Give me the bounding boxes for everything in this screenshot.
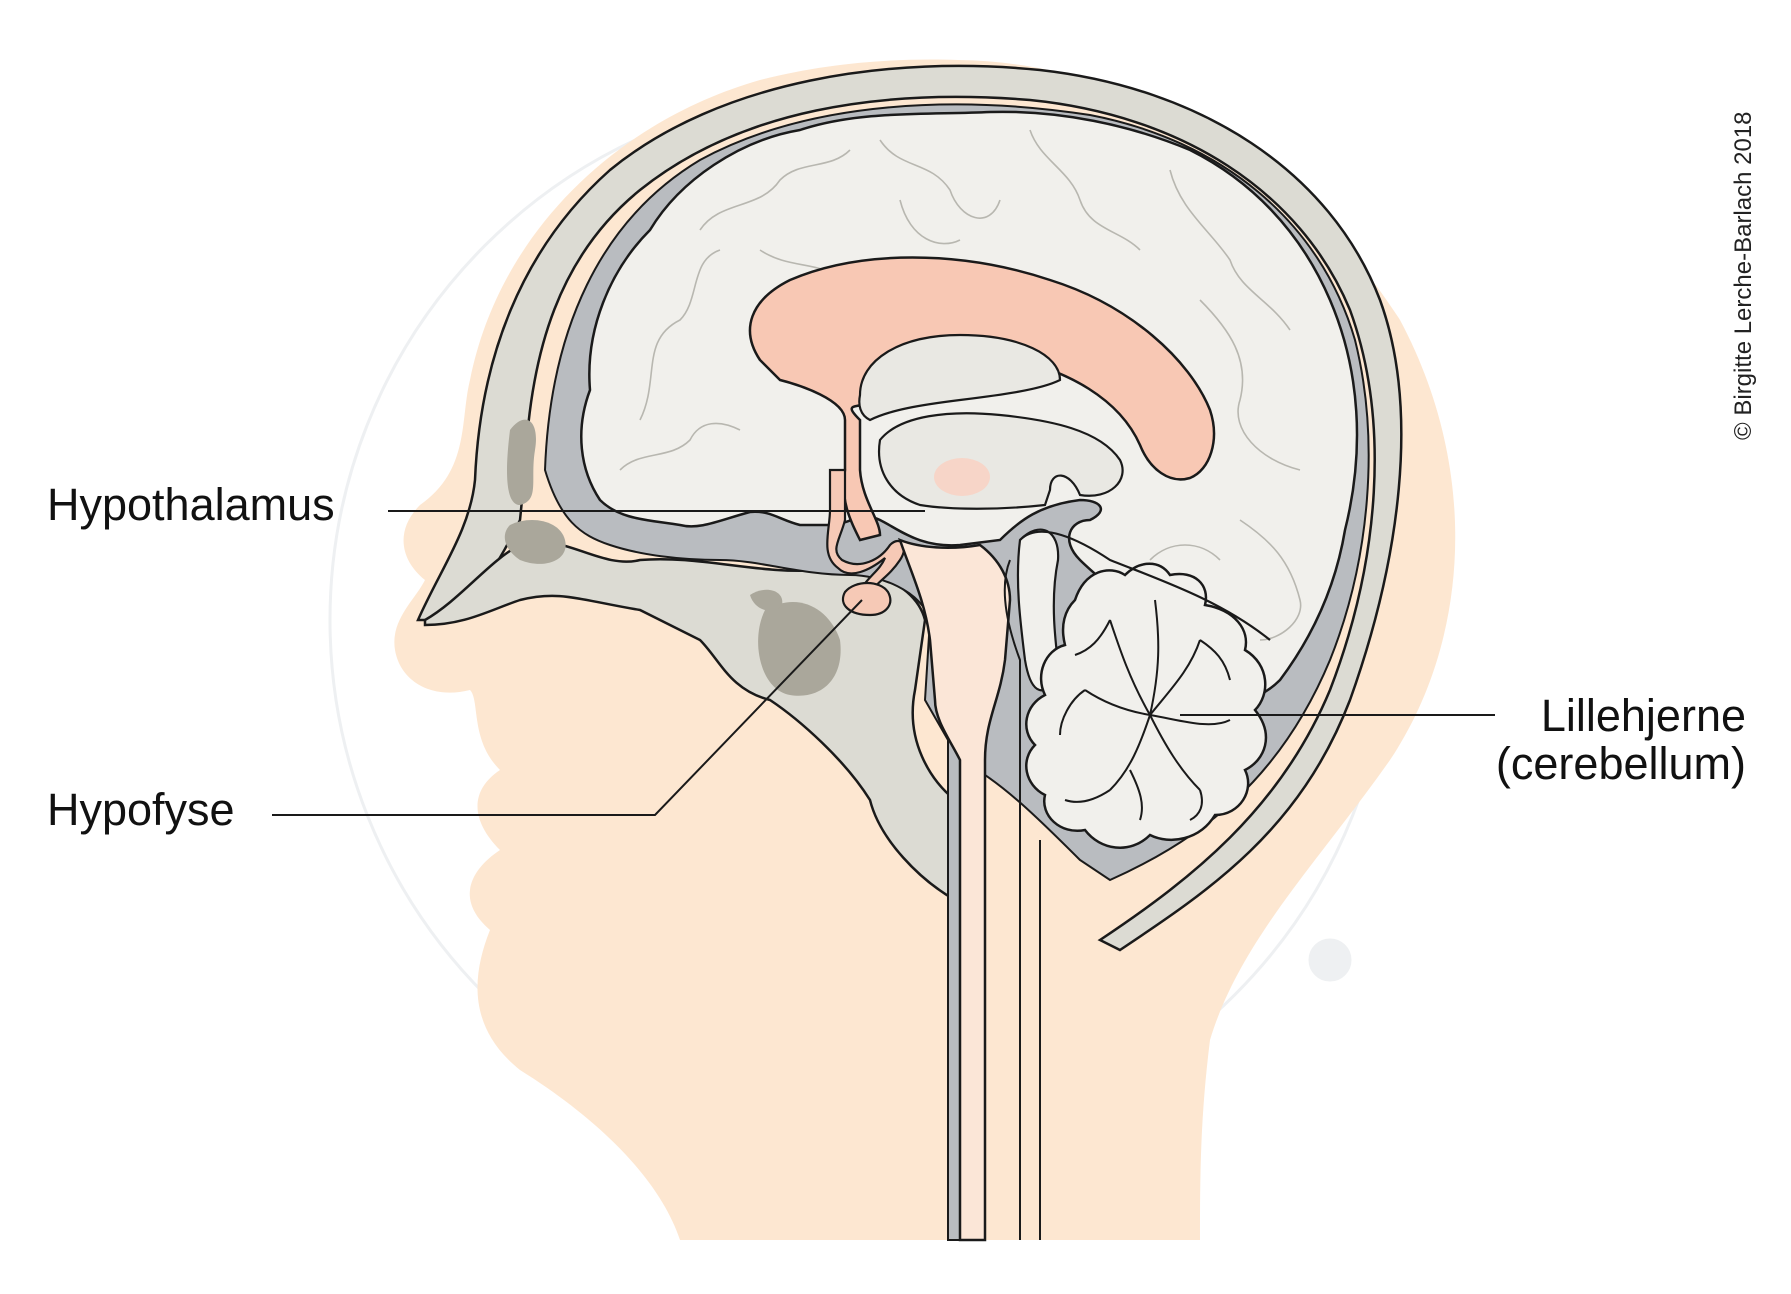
hypofyse-label: Hypofyse bbox=[47, 784, 235, 835]
nasal-sinus bbox=[504, 520, 566, 564]
tentorium bbox=[1019, 530, 1271, 641]
skull bbox=[416, 64, 1403, 952]
lateral-ventricle bbox=[858, 333, 1062, 422]
copyright-notice: © Birgitte Lerche-Barlach 2018 bbox=[1730, 111, 1757, 440]
interthalamic-adhesion bbox=[934, 458, 990, 496]
cerebellum-label: Lillehjerne (cerebellum) bbox=[1496, 692, 1746, 788]
frontal-sinus bbox=[507, 419, 536, 505]
sphenoid-sinus-small bbox=[750, 589, 783, 611]
brainstem bbox=[897, 537, 1012, 1242]
cerebral-aqueduct bbox=[1003, 559, 1021, 1240]
sphenoid-sinus bbox=[758, 601, 841, 696]
gyri bbox=[619, 129, 1302, 641]
pituitary-gland bbox=[842, 581, 892, 617]
cerebellum-label-line2: (cerebellum) bbox=[1495, 738, 1746, 789]
corpus-callosum bbox=[748, 256, 1216, 542]
arbor-vitae bbox=[1059, 599, 1231, 821]
pituitary-stalk bbox=[826, 468, 906, 592]
cerebellum bbox=[1025, 562, 1268, 849]
hypothalamus-label: Hypothalamus bbox=[47, 479, 335, 530]
cerebellum-label-line1: Lillehjerne bbox=[1540, 690, 1746, 741]
hypofyse-leader bbox=[272, 599, 863, 816]
